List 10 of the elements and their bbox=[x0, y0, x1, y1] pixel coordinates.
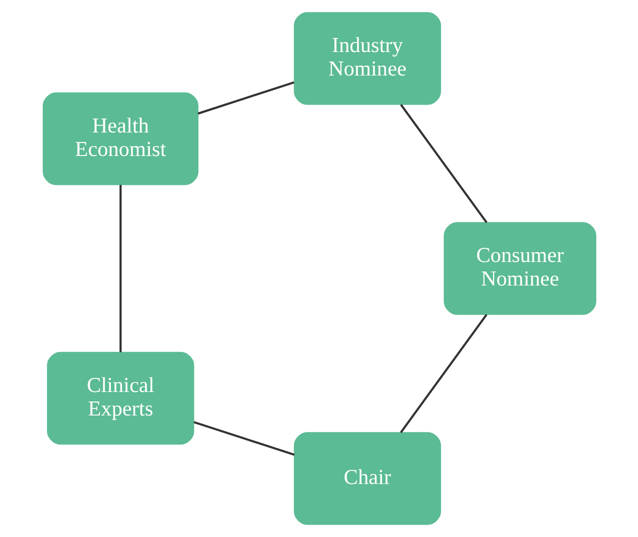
node-box: Clinical Experts bbox=[46, 352, 194, 445]
node-box: Industry Nominee bbox=[293, 12, 441, 105]
connector bbox=[400, 104, 487, 224]
node-box: Health Economist bbox=[42, 92, 198, 186]
node-box: Chair bbox=[293, 432, 441, 525]
connector bbox=[197, 81, 294, 115]
node-box: Consumer Nominee bbox=[443, 222, 596, 315]
connector bbox=[400, 314, 487, 434]
connector bbox=[193, 421, 294, 456]
connector bbox=[119, 184, 122, 352]
